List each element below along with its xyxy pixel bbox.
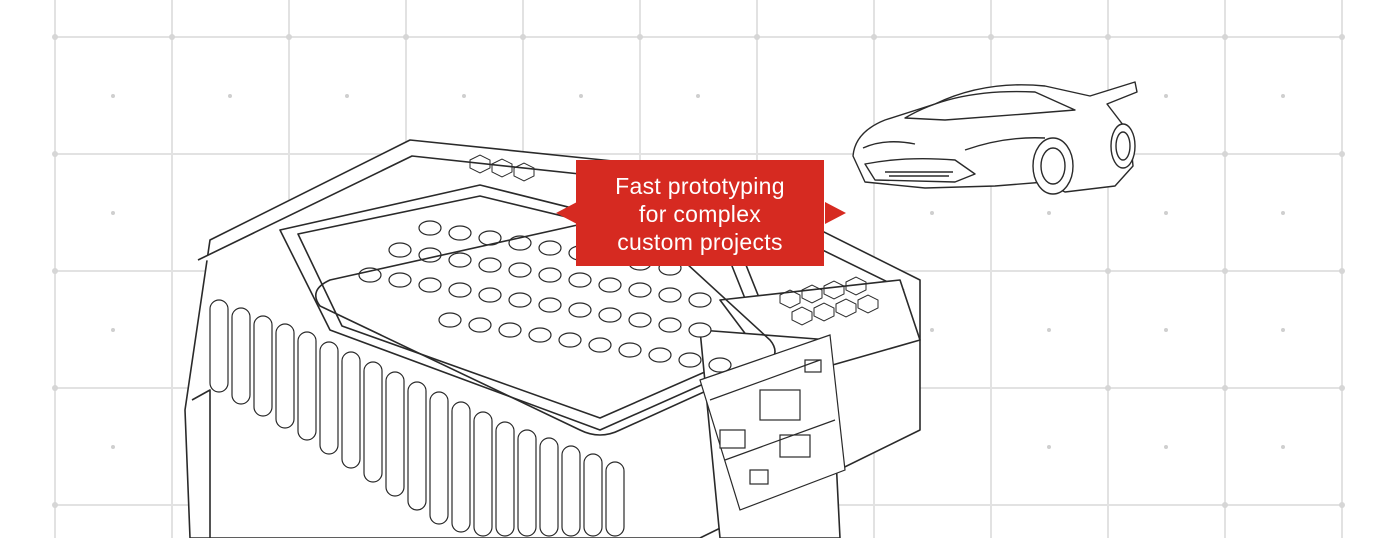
callout-line-3: custom projects	[617, 229, 783, 255]
callout-arrow-left	[556, 202, 577, 224]
sports-car-icon	[852, 81, 1138, 195]
callout-banner: Fast prototyping for complex custom proj…	[556, 160, 846, 266]
callout-line-1: Fast prototyping	[615, 173, 785, 199]
callout-line-2: for complex	[638, 201, 762, 227]
callout-arrow-right	[825, 202, 846, 224]
callout-body: Fast prototyping for complex custom proj…	[576, 160, 824, 266]
callout-text: Fast prototyping for complex custom proj…	[576, 172, 824, 256]
